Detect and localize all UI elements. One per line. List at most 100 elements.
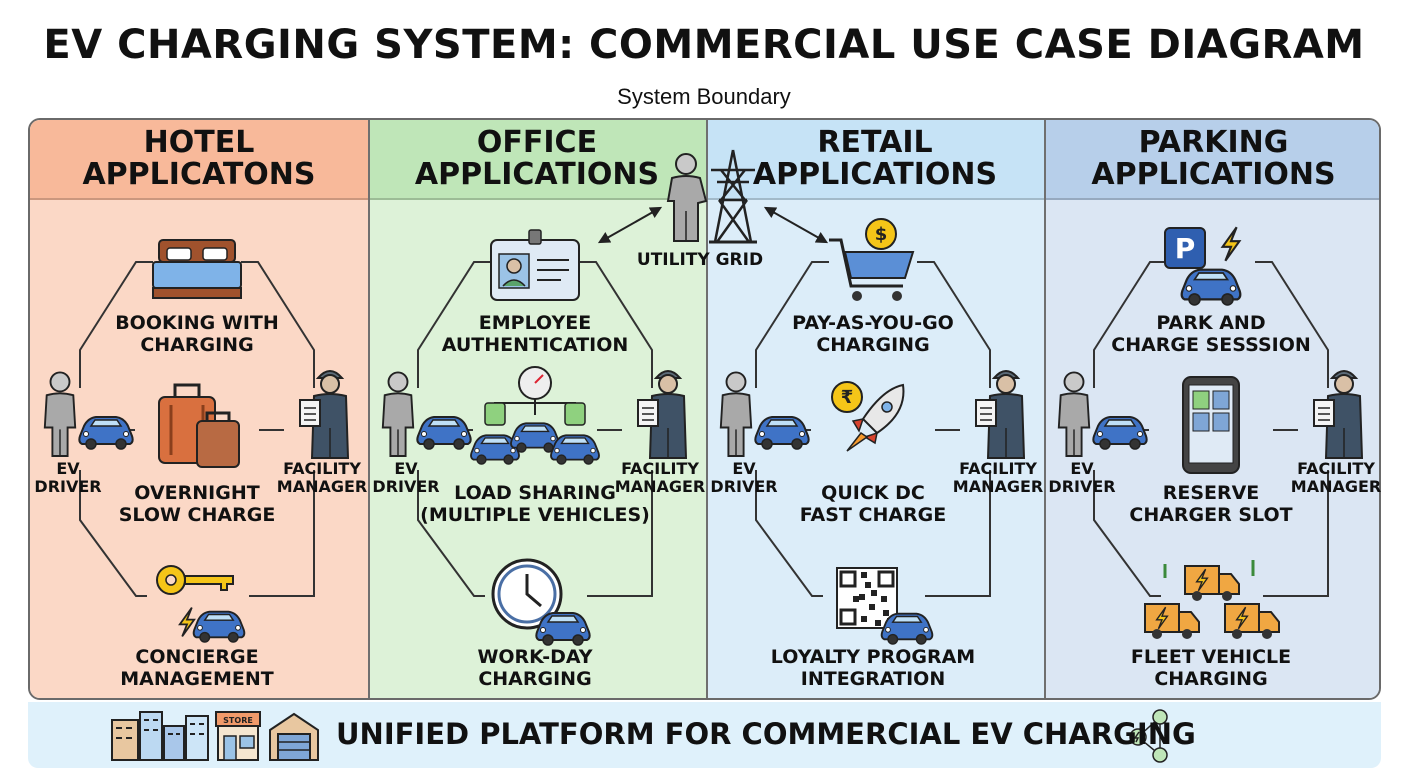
actor-label-line: EV — [394, 459, 418, 478]
car-icon — [535, 612, 591, 646]
office-header-line-1: OFFICE — [476, 125, 598, 160]
bed-icon — [152, 239, 242, 299]
retail-header-line-2: APPLICATIONS — [752, 157, 998, 192]
use-case-label-line: CONCIERGE — [135, 646, 259, 668]
svg-text:P: P — [1175, 232, 1196, 265]
association-line — [1093, 470, 1161, 597]
association-line — [1263, 470, 1329, 597]
hotel-header-line-2: APPLICATONS — [82, 157, 316, 192]
actor-label-line: DRIVER — [1048, 477, 1116, 496]
buildings-icon — [111, 711, 209, 761]
actor-label-line: MANAGER — [614, 477, 706, 496]
actor-label-line: FACILITY — [1297, 459, 1375, 478]
svg-text:STORE: STORE — [223, 716, 253, 725]
actor-label-line: MANAGER — [1290, 477, 1382, 496]
actor-label-line: DRIVER — [372, 477, 440, 496]
use-case-label-line: CHARGING — [1154, 668, 1268, 690]
use-case-label-line: FAST CHARGE — [799, 504, 947, 526]
utility-grid-actor-icon — [666, 153, 708, 242]
use-case-label-line: OVERNIGHT — [134, 482, 260, 504]
association-line — [249, 470, 315, 597]
car-icon — [78, 416, 134, 450]
association-line — [417, 261, 491, 388]
actor-label-line: EV — [1070, 459, 1094, 478]
transmission-tower-icon — [709, 149, 757, 244]
retail-panel-header: RETAIL APPLICATIONS — [706, 120, 1044, 200]
use-case-label-line: SLOW CHARGE — [118, 504, 276, 526]
load-sharing-icon — [470, 366, 600, 466]
qr-code-icon — [836, 567, 934, 645]
use-case-label-line: PAY-AS-YOU-GO — [792, 312, 954, 334]
hotel-panel-header: HOTEL APPLICATONS — [30, 120, 368, 200]
use-case-label-line: AUTHENTICATION — [441, 334, 629, 356]
office-use-case-label: LOAD SHARING(MULTIPLE VEHICLES) — [395, 482, 675, 526]
association-line — [79, 261, 153, 388]
association-line — [755, 261, 829, 388]
page-title: EV CHARGING SYSTEM: COMMERCIAL USE CASE … — [43, 22, 1365, 68]
association-line — [925, 470, 991, 597]
association-line — [79, 470, 147, 597]
parking-panel-header: PARKING APPLICATIONS — [1044, 120, 1379, 200]
association-line — [1093, 261, 1167, 388]
association-line — [417, 470, 485, 597]
use-case-label-line: CHARGING — [140, 334, 254, 356]
grid-to-office-arrow — [597, 206, 663, 244]
association-line — [1255, 261, 1329, 388]
shopping-cart-icon: $ — [829, 218, 915, 301]
footer-platform-text: UNIFIED PLATFORM FOR COMMERCIAL EV CHARG… — [336, 717, 1196, 751]
use-case-label-line: EMPLOYEE — [478, 312, 592, 334]
use-case-label-line: CHARGING — [478, 668, 592, 690]
association-line — [579, 261, 653, 388]
car-icon — [416, 416, 472, 450]
panel-divider — [368, 120, 370, 698]
use-case-label-line: PARK AND — [1156, 312, 1266, 334]
use-case-label-line: LOAD SHARING — [454, 482, 616, 504]
grid-to-retail-arrow — [763, 206, 829, 244]
office-header-line-2: APPLICATIONS — [414, 157, 660, 192]
car-icon — [754, 416, 810, 450]
svg-text:₹: ₹ — [841, 387, 854, 408]
actor-label-line: FACILITY — [621, 459, 699, 478]
office-panel-header: OFFICE APPLICATIONS — [368, 120, 706, 200]
network-icon — [1129, 709, 1168, 763]
parking-sign-icon: P — [1164, 226, 1242, 306]
delivery-van-icon — [1144, 560, 1280, 639]
use-case-label-line: CHARGER SLOT — [1129, 504, 1293, 526]
key-car-icon — [156, 565, 246, 643]
panel-divider — [1044, 120, 1046, 698]
car-icon — [510, 422, 560, 454]
parking-header-line-1: PARKING — [1138, 125, 1289, 160]
use-case-label-line: LOYALTY PROGRAM — [770, 646, 976, 668]
actor-label-line: DRIVER — [34, 477, 102, 496]
use-case-label-line: FLEET VEHICLE — [1130, 646, 1292, 668]
actor-label-line: FACILITY — [283, 459, 361, 478]
id-badge-icon — [490, 229, 580, 301]
car-icon — [192, 610, 246, 643]
panel-divider — [706, 120, 708, 698]
use-case-label-line: MANAGEMENT — [120, 668, 274, 690]
smartphone-icon — [1182, 376, 1240, 474]
rocket-icon: ₹ — [831, 381, 905, 452]
use-case-label-line: WORK-DAY — [477, 646, 593, 668]
retail-header-line-1: RETAIL — [817, 125, 933, 160]
association-line — [917, 261, 991, 388]
use-case-label-line: (MULTIPLE VEHICLES) — [420, 504, 650, 526]
actor-label-line: FACILITY — [959, 459, 1037, 478]
